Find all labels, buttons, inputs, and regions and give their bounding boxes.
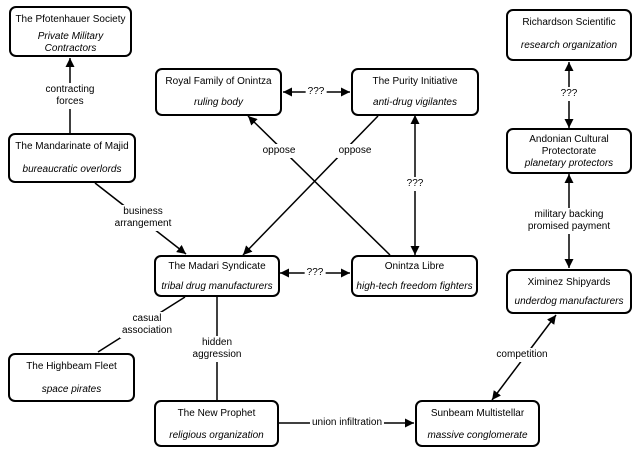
edge-label-oppose-right: oppose: [336, 144, 374, 158]
edge-label-military-backing: military backing promised payment: [525, 208, 613, 234]
node-title: Royal Family of Onintza: [165, 76, 272, 87]
node-richardson-scientific[interactable]: Richardson Scientific research organizat…: [506, 9, 632, 61]
edge-label-purity-libre: ???: [404, 177, 426, 191]
node-subtitle: high-tech freedom fighters: [356, 281, 473, 292]
node-title: Sunbeam Multistellar: [430, 408, 525, 419]
node-purity-initiative[interactable]: The Purity Initiative anti-drug vigilant…: [351, 68, 479, 116]
edge-label-richardson-andonian: ???: [558, 87, 580, 101]
node-title: The Pfotenhauer Society: [15, 14, 126, 25]
edge-label-royal-purity: ???: [305, 85, 327, 99]
edge-label-casual-association: casual association: [119, 312, 175, 338]
node-sunbeam-multistellar[interactable]: Sunbeam Multistellar massive conglomerat…: [415, 400, 540, 447]
node-subtitle: space pirates: [41, 384, 102, 395]
edge-label-madari-libre: ???: [304, 266, 326, 280]
node-title: Andonian Cultural Protectorate: [529, 134, 609, 157]
node-title: Ximinez Shipyards: [527, 277, 611, 288]
node-subtitle: religious organization: [169, 430, 264, 441]
edge-purity-madari: [242, 115, 379, 256]
edge-label-union-infiltration: union infiltration: [309, 416, 385, 430]
node-title: The New Prophet: [177, 408, 256, 419]
node-subtitle: ruling body: [194, 97, 243, 108]
edge-label-hidden-aggression: hidden aggression: [190, 336, 244, 362]
node-title: Richardson Scientific: [522, 17, 616, 28]
edge-label-oppose-left: oppose: [260, 144, 298, 158]
node-subtitle: Private Military Contractors: [37, 31, 104, 54]
node-title: Onintza Libre: [384, 261, 445, 272]
node-onintza-libre[interactable]: Onintza Libre high-tech freedom fighters: [351, 255, 478, 297]
node-subtitle: bureaucratic overlords: [22, 164, 122, 175]
node-subtitle: anti-drug vigilantes: [373, 97, 457, 108]
node-subtitle: tribal drug manufacturers: [161, 281, 273, 292]
node-pfotenhauer-society[interactable]: The Pfotenhauer Society Private Military…: [9, 6, 132, 57]
node-title: The Highbeam Fleet: [26, 361, 117, 372]
node-royal-family[interactable]: Royal Family of Onintza ruling body: [155, 68, 282, 116]
edge-label-business-arrangement: business arrangement: [112, 205, 174, 231]
edge-libre-royal: [247, 115, 391, 256]
node-subtitle: massive conglomerate: [427, 430, 528, 441]
node-subtitle: research organization: [520, 40, 618, 51]
node-andonian-protectorate[interactable]: Andonian Cultural Protectorate planetary…: [506, 128, 632, 174]
node-subtitle: planetary protectors: [524, 158, 614, 169]
node-highbeam-fleet[interactable]: The Highbeam Fleet space pirates: [8, 353, 135, 402]
node-ximinez-shipyards[interactable]: Ximinez Shipyards underdog manufacturers: [506, 269, 632, 314]
node-title: The Purity Initiative: [372, 76, 458, 87]
node-new-prophet[interactable]: The New Prophet religious organization: [154, 400, 279, 447]
node-title: The Madari Syndicate: [168, 261, 266, 272]
edge-label-competition: competition: [494, 348, 550, 362]
node-madari-syndicate[interactable]: The Madari Syndicate tribal drug manufac…: [154, 255, 280, 297]
node-title: The Mandarinate of Majid: [15, 141, 129, 152]
node-subtitle: underdog manufacturers: [514, 296, 624, 307]
node-mandarinate-of-majid[interactable]: The Mandarinate of Majid bureaucratic ov…: [8, 133, 136, 183]
edge-label-contracting-forces: contracting forces: [43, 83, 97, 109]
